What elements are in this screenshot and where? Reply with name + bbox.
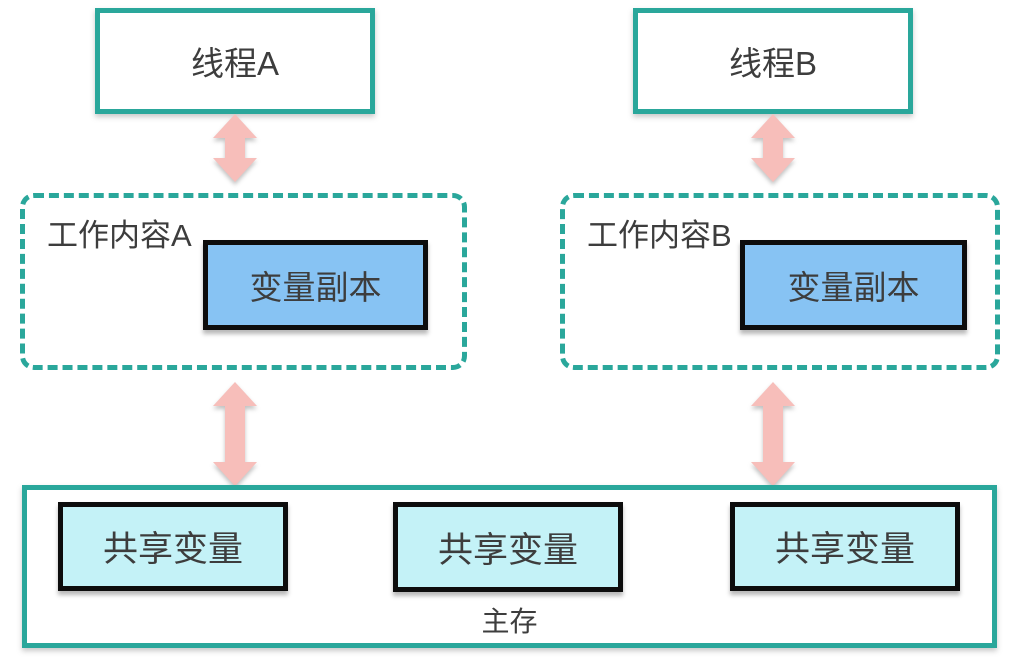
arrow-thread-b-working-memory [751,114,795,182]
thread-b-box: 线程B [633,8,913,114]
working-memory-a-label: 工作内容A [47,218,192,253]
thread-a-label: 线程A [190,45,279,82]
bidirectional-arrow-shape [213,114,257,182]
bidirectional-arrow-shape [751,382,795,486]
working-memory-b-label: 工作内容B [587,218,732,253]
variable-copy-a-label: 变量副本 [249,269,382,306]
main-memory-label: 主存 [481,606,538,637]
variable-copy-b-box: 变量副本 [740,240,967,330]
shared-variable-box-3: 共享变量 [730,502,960,591]
bidirectional-arrow-shape [213,382,257,486]
arrow-thread-a-working-memory [213,114,257,182]
variable-copy-b-label: 变量副本 [787,269,920,306]
thread-a-box: 线程A [95,8,375,114]
bidirectional-arrow-shape [751,114,795,182]
thread-b-label: 线程B [728,45,817,82]
arrow-working-b-main-memory [751,382,795,486]
shared-variable-2-label: 共享变量 [437,530,578,570]
arrow-working-a-main-memory [213,382,257,486]
variable-copy-a-box: 变量副本 [203,240,428,330]
shared-variable-box-2: 共享变量 [393,502,623,592]
shared-variable-1-label: 共享变量 [102,530,243,569]
shared-variable-3-label: 共享变量 [774,530,915,569]
shared-variable-box-1: 共享变量 [58,502,288,591]
